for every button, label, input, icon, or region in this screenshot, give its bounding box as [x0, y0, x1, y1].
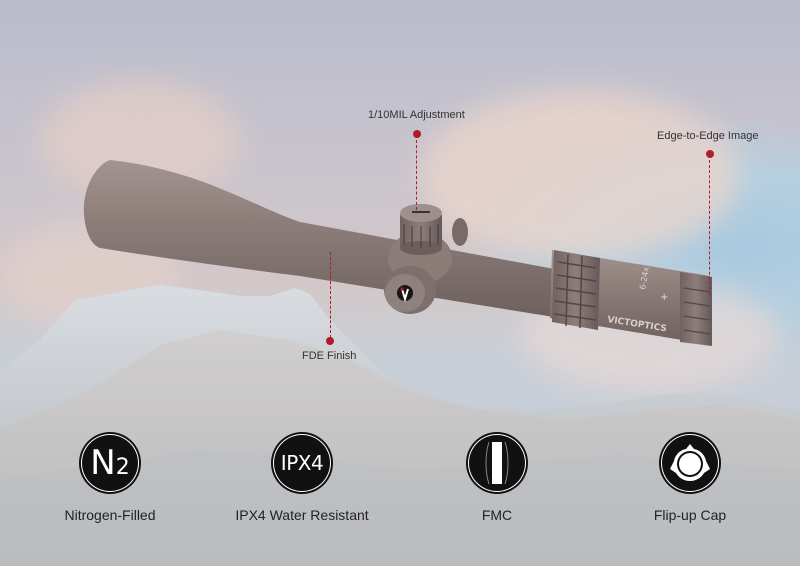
flip-up-cap-icon: [659, 432, 721, 494]
scope-power-marking: 6-24x: [638, 266, 651, 290]
feature-label: IPX4 Water Resistant: [235, 507, 369, 523]
callout-line-finish: [330, 252, 331, 338]
svg-text:+: +: [660, 292, 668, 303]
feature-flip-up-cap: Flip-up Cap: [610, 432, 770, 523]
feature-label: Flip-up Cap: [653, 507, 727, 523]
callout-pin-image: [706, 150, 714, 158]
callout-pin-adjustment: [413, 130, 421, 138]
feature-fmc: FMC: [417, 432, 577, 523]
cloud: [420, 90, 740, 260]
callout-line-image: [709, 160, 710, 295]
callout-line-adjustment: [416, 140, 417, 210]
fmc-lens-icon: [466, 432, 528, 494]
feature-label: Nitrogen-Filled: [64, 507, 156, 523]
feature-ipx4: IPX4 IPX4 Water Resistant: [222, 432, 382, 523]
callout-label-finish: FDE Finish: [302, 350, 357, 362]
ipx4-icon: IPX4: [271, 432, 333, 494]
callout-label-adjustment: 1/10MIL Adjustment: [368, 109, 465, 121]
callout-label-image: Edge-to-Edge Image: [657, 130, 759, 142]
feature-label: FMC: [481, 507, 513, 523]
callout-pin-finish: [326, 337, 334, 345]
